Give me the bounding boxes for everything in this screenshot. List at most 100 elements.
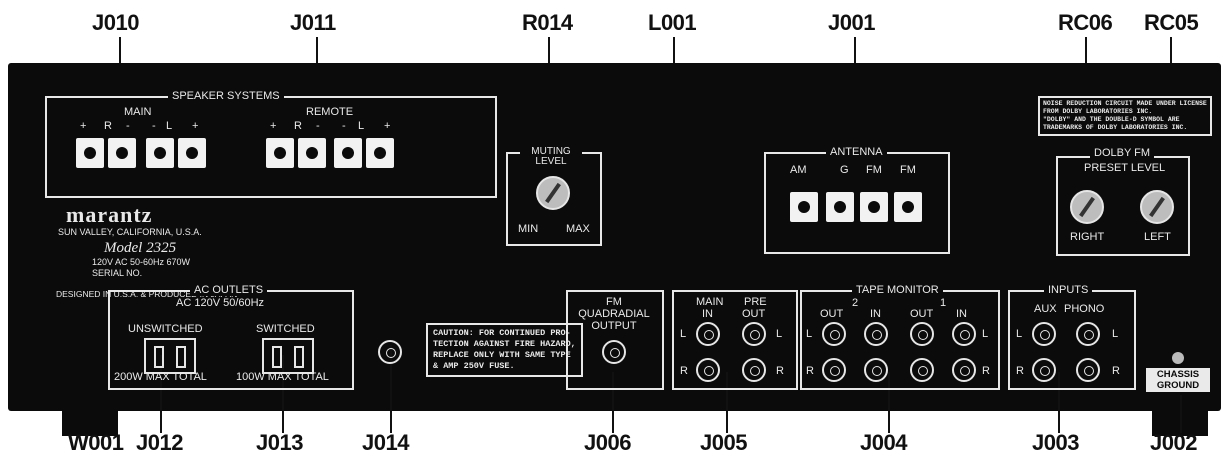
unswitched-label: UNSWITCHED bbox=[128, 323, 203, 335]
brand-city: SUN VALLEY, CALIFORNIA, U.S.A. bbox=[58, 227, 202, 237]
remote-terminal-r-plus[interactable] bbox=[266, 138, 294, 168]
remote-terminal-l-minus[interactable] bbox=[334, 138, 362, 168]
aux-l-jack[interactable] bbox=[1032, 322, 1056, 346]
inputs-l-left: L bbox=[1016, 328, 1023, 340]
muting-level-title: MUTING LEVEL bbox=[520, 147, 582, 167]
tape2-in-r-jack[interactable] bbox=[864, 358, 888, 382]
main-polarity-plus-l: + bbox=[192, 120, 199, 132]
tape1-out-l-jack[interactable] bbox=[910, 322, 934, 346]
antenna-title: ANTENNA bbox=[826, 147, 887, 158]
remote-polarity-minus-r: - bbox=[316, 120, 320, 132]
unswitched-outlet[interactable] bbox=[144, 338, 196, 374]
callout-l001: L001 bbox=[648, 10, 697, 35]
phono-r-jack[interactable] bbox=[1076, 358, 1100, 382]
dolby-left-label: LEFT bbox=[1144, 231, 1171, 243]
tape-1-label: 1 bbox=[940, 297, 947, 309]
main-terminal-l-minus[interactable] bbox=[146, 138, 174, 168]
tape1-out-label: OUT bbox=[910, 308, 934, 320]
main-label: MAIN bbox=[696, 296, 724, 308]
main-polarity-minus-r: - bbox=[126, 120, 130, 132]
leader-j013 bbox=[282, 355, 284, 433]
muting-max-label: MAX bbox=[566, 223, 590, 235]
speaker-systems-title: SPEAKER SYSTEMS bbox=[168, 91, 284, 102]
tape1-in-l-jack[interactable] bbox=[952, 322, 976, 346]
antenna-terminal-fm2[interactable] bbox=[894, 192, 922, 222]
callout-j011: J011 bbox=[290, 10, 336, 35]
main-in-l-jack[interactable] bbox=[696, 322, 720, 346]
switched-outlet[interactable] bbox=[262, 338, 314, 374]
dolby-preset-subtitle: PRESET LEVEL bbox=[1084, 162, 1166, 174]
fm-quadradial-label: FM QUADRADIAL OUTPUT bbox=[578, 296, 650, 332]
switched-total: 100W MAX TOTAL bbox=[236, 371, 329, 383]
callout-j013: J013 bbox=[256, 430, 303, 455]
tape2-out-r-jack[interactable] bbox=[822, 358, 846, 382]
tape2-in-l-jack[interactable] bbox=[864, 322, 888, 346]
chassis-ground-label: CHASSIS GROUND bbox=[1146, 368, 1210, 392]
muting-min-label: MIN bbox=[518, 223, 539, 235]
phono-l-jack[interactable] bbox=[1076, 322, 1100, 346]
antenna-terminal-am[interactable] bbox=[790, 192, 818, 222]
callout-j010: J010 bbox=[92, 10, 139, 35]
leader-j004 bbox=[888, 372, 890, 433]
main-polarity-l: L bbox=[166, 120, 173, 132]
phono-label: PHONO bbox=[1064, 303, 1105, 315]
unswitched-total: 200W MAX TOTAL bbox=[114, 371, 207, 383]
callout-j014: J014 bbox=[362, 430, 409, 455]
tape1-in-label: IN bbox=[956, 308, 967, 320]
callout-j006: J006 bbox=[584, 430, 631, 455]
leader-j002 bbox=[1180, 395, 1182, 433]
remote-terminal-l-plus[interactable] bbox=[366, 138, 394, 168]
antenna-label-g: G bbox=[840, 164, 849, 176]
ground-screw-icon[interactable] bbox=[1172, 352, 1184, 364]
mainpre-l-right: L bbox=[776, 328, 783, 340]
fm-quadradial-jack[interactable] bbox=[602, 340, 626, 364]
pre-out-r-jack[interactable] bbox=[742, 358, 766, 382]
dolby-fm-title: DOLBY FM bbox=[1090, 148, 1155, 159]
callout-j004: J004 bbox=[860, 430, 907, 455]
tape-monitor-title: TAPE MONITOR bbox=[852, 285, 943, 296]
tape1-in-r-jack[interactable] bbox=[952, 358, 976, 382]
antenna-label-am: AM bbox=[790, 164, 807, 176]
callout-j003: J003 bbox=[1032, 430, 1079, 455]
remote-polarity-plus-r: + bbox=[270, 120, 277, 132]
mainpre-r-right: R bbox=[776, 365, 784, 377]
main-polarity-r: R bbox=[104, 120, 112, 132]
tape1-out-r-jack[interactable] bbox=[910, 358, 934, 382]
leader-j006 bbox=[612, 372, 614, 433]
antenna-terminal-g[interactable] bbox=[826, 192, 854, 222]
tape-r-right: R bbox=[982, 365, 990, 377]
pre-out-l-jack[interactable] bbox=[742, 322, 766, 346]
callout-j005: J005 bbox=[700, 430, 747, 455]
tape-l-left: L bbox=[806, 328, 813, 340]
brand-designed: DESIGNED IN U.S.A. & PRODUCED IN JAPAN bbox=[56, 289, 238, 299]
brand-serial: SERIAL NO. bbox=[92, 268, 143, 278]
brand-model: Model 2325 bbox=[104, 240, 177, 256]
remote-polarity-minus-l: - bbox=[342, 120, 346, 132]
tape-r-left: R bbox=[806, 365, 814, 377]
remote-terminal-r-minus[interactable] bbox=[298, 138, 326, 168]
inputs-l-right: L bbox=[1112, 328, 1119, 340]
main-terminal-r-minus[interactable] bbox=[108, 138, 136, 168]
inputs-r-right: R bbox=[1112, 365, 1120, 377]
dolby-left-knob[interactable] bbox=[1140, 190, 1174, 224]
main-terminal-r-plus[interactable] bbox=[76, 138, 104, 168]
aux-label: AUX bbox=[1034, 303, 1057, 315]
tape2-out-l-jack[interactable] bbox=[822, 322, 846, 346]
muting-level-knob[interactable] bbox=[536, 176, 570, 210]
antenna-label-fm2: FM bbox=[900, 164, 916, 176]
main-pre-box bbox=[672, 290, 798, 390]
aux-r-jack[interactable] bbox=[1032, 358, 1056, 382]
antenna-label-fm1: FM bbox=[866, 164, 882, 176]
speaker-remote-label: REMOTE bbox=[306, 106, 354, 118]
brand-logo: marantz bbox=[66, 202, 153, 227]
brand-power: 120V AC 50-60Hz 670W bbox=[92, 257, 191, 267]
tape-l-right: L bbox=[982, 328, 989, 340]
antenna-terminal-fm1[interactable] bbox=[860, 192, 888, 222]
inputs-r-left: R bbox=[1016, 365, 1024, 377]
fuse-holder[interactable] bbox=[378, 340, 402, 364]
tape2-out-label: OUT bbox=[820, 308, 844, 320]
main-terminal-l-plus[interactable] bbox=[178, 138, 206, 168]
main-polarity-plus-r: + bbox=[80, 120, 87, 132]
dolby-right-knob[interactable] bbox=[1070, 190, 1104, 224]
main-in-r-jack[interactable] bbox=[696, 358, 720, 382]
